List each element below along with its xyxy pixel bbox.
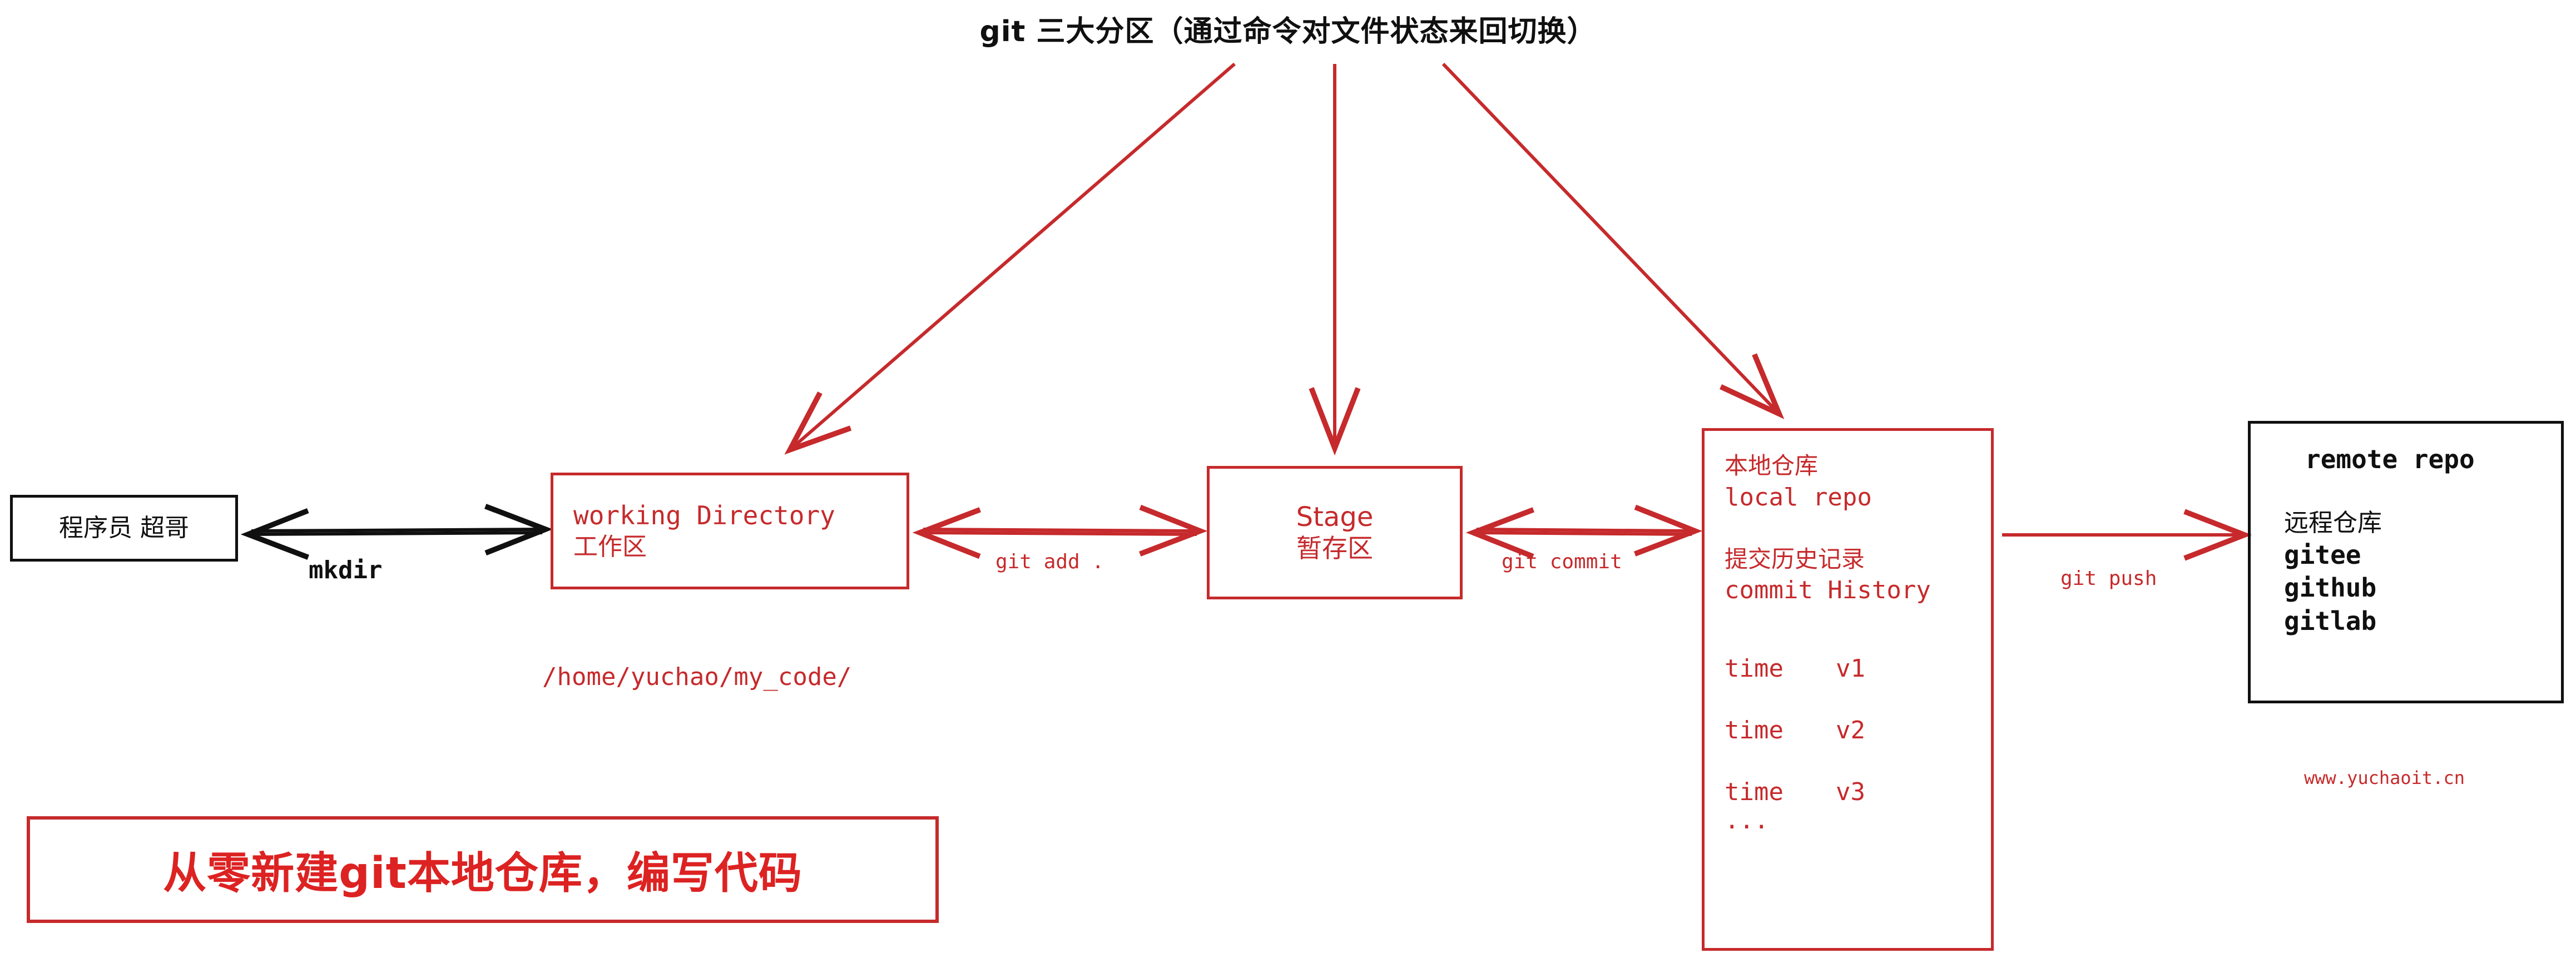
edge-mkdir (240, 504, 553, 560)
commit-history-label-cn: 提交历史记录 (1725, 545, 1865, 573)
spacer (2284, 476, 2561, 507)
remote-repo-provider-gitlab: gitlab (2284, 606, 2377, 637)
edge-label-mkdir: mkdir (309, 556, 383, 584)
commit-row: time v1 (1725, 653, 1991, 684)
edge-git-commit (1465, 504, 1703, 559)
node-working-directory[interactable]: working Directory 工作区 (551, 473, 909, 589)
node-local-repo[interactable]: 本地仓库 local repo 提交历史记录 commit History ti… (1702, 428, 1994, 951)
watermark: www.yuchaoit.cn (2304, 767, 2465, 788)
spacer (1725, 513, 1991, 544)
edge-label-git-add: git add . (995, 550, 1104, 573)
remote-repo-name-cn: 远程仓库 (2284, 508, 2382, 537)
working-directory-label-en: working Directory (573, 500, 835, 530)
node-stage[interactable]: Stage 暂存区 (1207, 466, 1463, 599)
stage-label-en: Stage (1296, 501, 1374, 533)
spacer (1725, 607, 1991, 653)
local-repo-name-cn: 本地仓库 (1725, 452, 1819, 479)
spacer (1725, 684, 1991, 715)
edge-git-add (912, 504, 1208, 559)
commit-version: v2 (1836, 716, 1865, 744)
edge-label-git-commit: git commit (1502, 550, 1622, 573)
callout-box: 从零新建git本地仓库，编写代码 (27, 816, 939, 923)
local-repo-name-en: local repo (1725, 483, 1872, 512)
working-directory-path: /home/yuchao/my_code/ (542, 663, 852, 691)
commit-version: v3 (1836, 777, 1865, 806)
commit-more-indicator: ... (1725, 806, 1769, 835)
commit-time: time (1725, 777, 1784, 806)
remote-repo-title: remote repo (2305, 444, 2475, 474)
remote-repo-provider-github: github (2284, 573, 2377, 603)
node-developer[interactable]: 程序员 超哥 (10, 495, 238, 562)
commit-time: time (1725, 654, 1784, 683)
diagram-title: git 三大分区（通过命令对文件状态来回切换） (979, 15, 1597, 48)
commit-row: time v3 (1725, 777, 1991, 807)
stage-label-cn: 暂存区 (1296, 533, 1373, 564)
working-directory-label-cn: 工作区 (573, 533, 647, 562)
edge-label-git-push: git push (2060, 567, 2157, 590)
spacer (1725, 746, 1991, 777)
developer-label: 程序员 超哥 (59, 513, 189, 542)
node-remote-repo[interactable]: remote repo 远程仓库 gitee github gitlab (2248, 421, 2564, 703)
commit-history-label-en: commit History (1725, 576, 1931, 605)
callout-label: 从零新建git本地仓库，编写代码 (163, 848, 802, 898)
remote-repo-provider-gitee: gitee (2284, 539, 2361, 570)
commit-version: v1 (1836, 654, 1865, 683)
title-fanout-arrows (784, 62, 1785, 456)
commit-time: time (1725, 716, 1784, 744)
commit-row: time v2 (1725, 715, 1991, 746)
